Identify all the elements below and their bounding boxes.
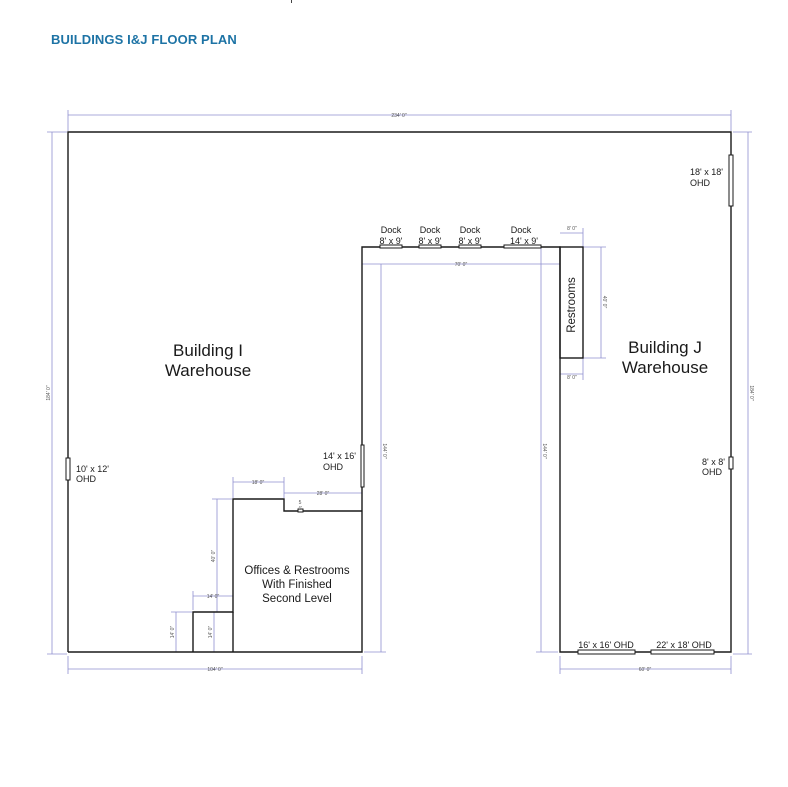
south-ohd-door-1 [577,649,636,655]
east-door-size: 8' x 8' [702,457,725,467]
dim-dock-span: 70' 0" [455,262,468,268]
dim-restroom-bottom: 8' 0" [567,375,577,381]
dim-office-small-a: 5 [299,500,302,506]
dimension-lines [47,110,752,674]
restrooms-label: Restrooms [566,277,578,333]
inner-door-size: 14' x 16' [323,451,356,461]
building-i-label-line2: Warehouse [165,361,251,380]
dock-door-3 [458,244,482,249]
dock-1-label: Dock [381,225,402,235]
west-door-size: 10' x 12' [76,464,109,474]
building-walls [67,131,732,653]
dim-office-corner-right: 14' 0" [208,626,214,639]
top-tick-mark [291,0,292,3]
dock-1-size: 8' x 9' [380,236,403,246]
dim-inner-height-i: 144' 0" [381,443,387,458]
ne-door-size: 18' x 18' [690,167,723,177]
dock-door-2 [418,244,442,249]
dock-3-label: Dock [460,225,481,235]
dim-office-step: 28' 0" [317,491,330,497]
dim-right-height: 184' 0" [748,385,754,400]
dim-office-top: 18' 0" [252,480,265,486]
dock-2-label: Dock [420,225,441,235]
dim-restroom-height: 40' 0" [601,296,607,309]
door-labels: Dock 8' x 9' Dock 8' x 9' Dock 8' x 9' D… [76,167,725,650]
dim-office-corner-left: 14' 0" [170,626,176,639]
dim-left-height: 184' 0" [46,385,52,400]
ne-ohd-door [728,154,734,207]
dim-bldg-j-width: 60' 0" [639,667,652,673]
dim-office-height: 40' 0" [211,550,217,563]
building-j-label-line2: Warehouse [622,358,708,377]
dim-office-lower: 14' 0" [207,594,220,600]
ne-door-type: OHD [690,178,711,188]
offices-label-line2: With Finished [262,579,332,591]
dim-restroom-top: 8' 0" [567,226,577,232]
room-labels: Building I Warehouse Building J Warehous… [165,277,708,605]
inner-door-type: OHD [323,462,344,472]
dock-4-label: Dock [511,225,532,235]
doors [65,154,734,655]
dim-bldg-i-width: 104' 0" [207,667,222,673]
west-ohd-door [65,457,71,481]
west-door-type: OHD [76,474,97,484]
building-j-label-line1: Building J [628,338,702,357]
dim-inner-height-j: 144' 0" [541,443,547,458]
offices-label-line3: Second Level [262,593,332,605]
dock-4-size: 14' x 9' [510,236,538,246]
inner-ohd-door [360,444,365,488]
office-door-mark [297,508,304,513]
dock-2-size: 8' x 9' [419,236,442,246]
dim-overall-width: 234' 0" [391,113,406,119]
dim-office-small-b: 4' [298,506,302,512]
dock-door-4 [503,244,542,249]
east-ohd-door [728,456,734,470]
building-i-label-line1: Building I [173,341,243,360]
dock-door-1 [379,244,403,249]
south-door-1-label: 16' x 16' OHD [578,640,634,650]
south-door-2-label: 22' x 18' OHD [656,640,712,650]
page-title: BUILDINGS I&J FLOOR PLAN [51,32,237,47]
dock-3-size: 8' x 9' [459,236,482,246]
east-door-type: OHD [702,467,723,477]
offices-label-line1: Offices & Restrooms [244,565,349,577]
south-ohd-door-2 [650,649,715,655]
dimension-labels: 234' 0" 184' 0" 184' 0" 104' 0" 60' 0" 7… [46,113,754,673]
